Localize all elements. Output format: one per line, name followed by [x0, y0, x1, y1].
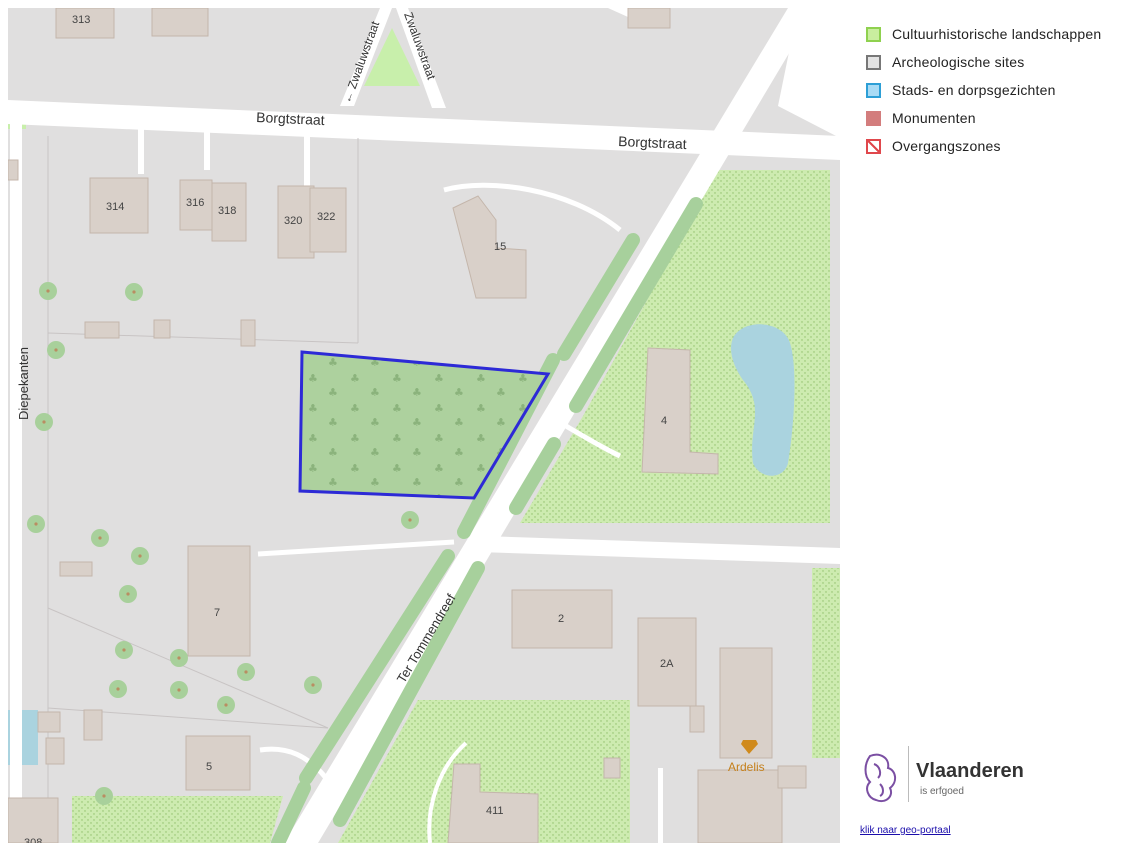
landscape-area	[520, 170, 830, 523]
house-number: 316	[186, 197, 204, 209]
house-number: 308	[24, 837, 42, 843]
footpath	[427, 741, 468, 843]
house-number: 318	[218, 205, 236, 217]
landscape-area	[72, 796, 283, 843]
geo-portal-link[interactable]: klik naar geo-portaal	[860, 825, 951, 836]
logo-subtitle: is erfgoed	[920, 786, 964, 797]
legend-swatch	[866, 54, 881, 70]
house-number: 15	[494, 241, 506, 253]
logo-divider	[908, 746, 909, 802]
logo-title: Vlaanderen	[916, 760, 1024, 782]
legend-item: Stads- en dorpsgezichten	[866, 76, 1140, 104]
footpath	[259, 746, 328, 780]
road-side-south	[478, 536, 840, 564]
legend-label: Stads- en dorpsgezichten	[892, 82, 1056, 98]
house-number: 4	[661, 415, 667, 427]
house-number: 2	[558, 613, 564, 625]
legend-swatch	[866, 82, 881, 98]
street-label-diepekanten: Diepekanten	[16, 347, 31, 420]
legend-label: Monumenten	[892, 110, 976, 126]
road-east-top	[778, 8, 840, 138]
legend-swatch	[866, 26, 881, 42]
poi-ardelis[interactable]: Ardelis	[728, 740, 765, 774]
house-number: 411	[486, 805, 504, 817]
house-number: 322	[317, 211, 335, 223]
house-number: 314	[106, 201, 124, 213]
grass-triangle	[364, 28, 420, 86]
landscape-area	[812, 568, 840, 758]
buildings	[8, 8, 807, 843]
road-diepekanten	[10, 116, 22, 843]
footpath	[443, 182, 622, 232]
footpath	[257, 539, 455, 557]
tree-verge	[271, 197, 703, 843]
pond	[731, 324, 795, 476]
street-label-borgtstraat-west: Borgtstraat	[256, 109, 325, 128]
legend-item: Overgangszones	[866, 132, 1140, 160]
house-number: 2A	[660, 658, 674, 670]
vlaanderen-is-erfgoed-logo: Vlaanderen is erfgoed	[860, 742, 1060, 812]
legend-label: Overgangszones	[892, 138, 1001, 154]
landscape-area	[338, 700, 630, 843]
trees	[27, 282, 419, 805]
legend-swatch	[866, 110, 881, 126]
house-number: 313	[72, 14, 90, 26]
legend-item: Cultuurhistorische landschappen	[866, 20, 1140, 48]
poi-label: Ardelis	[728, 760, 765, 774]
footpath	[204, 120, 210, 170]
house-numbers: 313 314 316 318 320 322 15 4 7 2 2A 5 41…	[24, 14, 674, 843]
footpath	[138, 116, 144, 174]
house-number: 5	[206, 761, 212, 773]
lion-logo-icon	[864, 753, 896, 802]
house-number: 7	[214, 607, 220, 619]
footpath	[658, 768, 663, 843]
street-label-borgtstraat-east: Borgtstraat	[618, 133, 687, 152]
selected-parcel[interactable]	[298, 350, 551, 500]
legend-swatch	[866, 138, 881, 154]
poi-icon	[741, 740, 758, 754]
road-zwaluwstraat-west	[340, 8, 392, 106]
house-number: 320	[284, 215, 302, 227]
road-borgtstraat	[8, 100, 840, 160]
legend-item: Monumenten	[866, 104, 1140, 132]
footpath	[304, 123, 310, 193]
legend-item: Archeologische sites	[866, 48, 1140, 76]
road-zwaluwstraat-east	[396, 8, 446, 108]
footpath	[564, 423, 622, 459]
legend-label: Cultuurhistorische landschappen	[892, 26, 1102, 42]
legend-label: Archeologische sites	[892, 54, 1025, 70]
map-view[interactable]: ♣ ♣	[8, 8, 840, 843]
